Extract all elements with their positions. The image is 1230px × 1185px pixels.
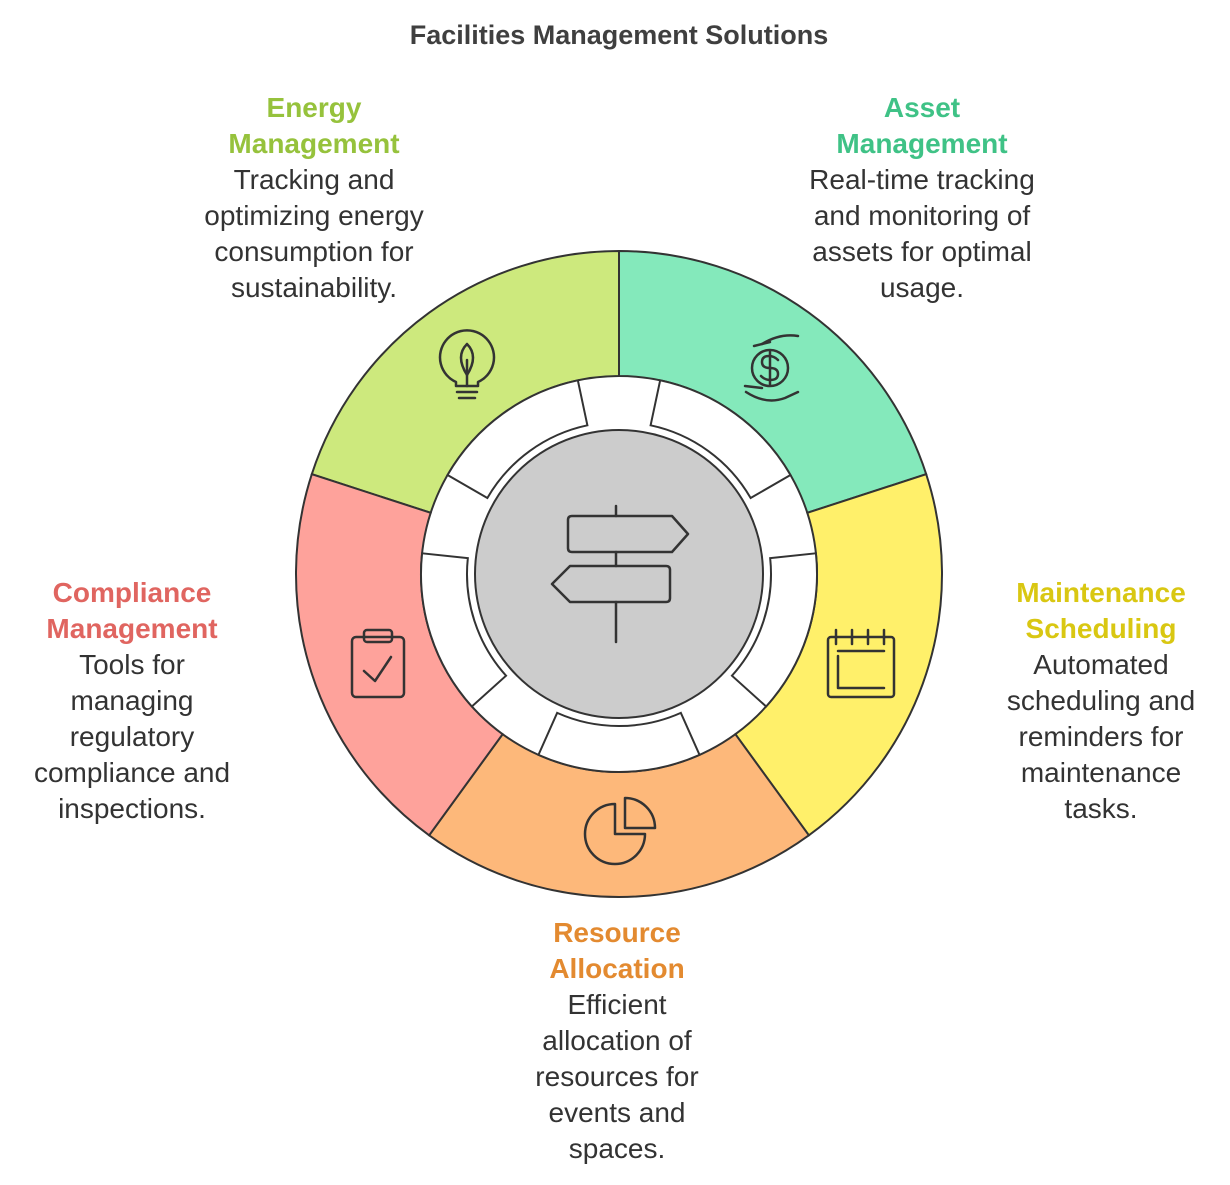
segment-desc-compliance: Tools for managing regulatory compliance… bbox=[33, 649, 231, 824]
calendar-icon bbox=[826, 628, 896, 699]
label-maintenance: Maintenance Scheduling Automated schedul… bbox=[990, 575, 1212, 827]
connector-energy bbox=[446, 379, 589, 500]
segment-desc-resource: Efficient allocation of resources for ev… bbox=[535, 989, 699, 1164]
diagram-title: Facilities Management Solutions bbox=[409, 20, 829, 50]
hand-dollar-icon bbox=[743, 334, 800, 402]
label-resource: Resource Allocation Efficient allocation… bbox=[500, 915, 734, 1167]
clipboard-check-icon bbox=[350, 628, 406, 699]
segment-title-compliance: Compliance Management bbox=[46, 577, 218, 644]
segment-desc-maintenance: Automated scheduling and reminders for m… bbox=[1006, 649, 1196, 824]
pie-chart-icon bbox=[583, 796, 657, 866]
segment-title-asset: Asset Management bbox=[836, 92, 1008, 159]
eco-bulb-icon bbox=[438, 329, 496, 400]
connector-maintenance bbox=[730, 552, 818, 708]
segment-desc-energy: Tracking and optimizing energy consumpti… bbox=[204, 164, 424, 303]
center-hub bbox=[474, 429, 764, 719]
label-energy: Energy Management Tracking and optimizin… bbox=[182, 90, 446, 306]
segment-desc-asset: Real-time tracking and monitoring of ass… bbox=[809, 164, 1035, 303]
connector-resource bbox=[537, 711, 701, 773]
label-compliance: Compliance Management Tools for managing… bbox=[14, 575, 250, 827]
signpost-icon bbox=[550, 504, 690, 644]
segment-ring bbox=[295, 249, 943, 899]
connector-ring bbox=[420, 379, 818, 773]
connector-asset bbox=[649, 379, 792, 500]
segment-title-maintenance: Maintenance Scheduling bbox=[1016, 577, 1186, 644]
connector-compliance bbox=[420, 552, 508, 708]
label-asset: Asset Management Real-time tracking and … bbox=[792, 90, 1052, 306]
segment-title-resource: Resource Allocation bbox=[549, 917, 685, 984]
segment-title-energy: Energy Management bbox=[228, 92, 400, 159]
